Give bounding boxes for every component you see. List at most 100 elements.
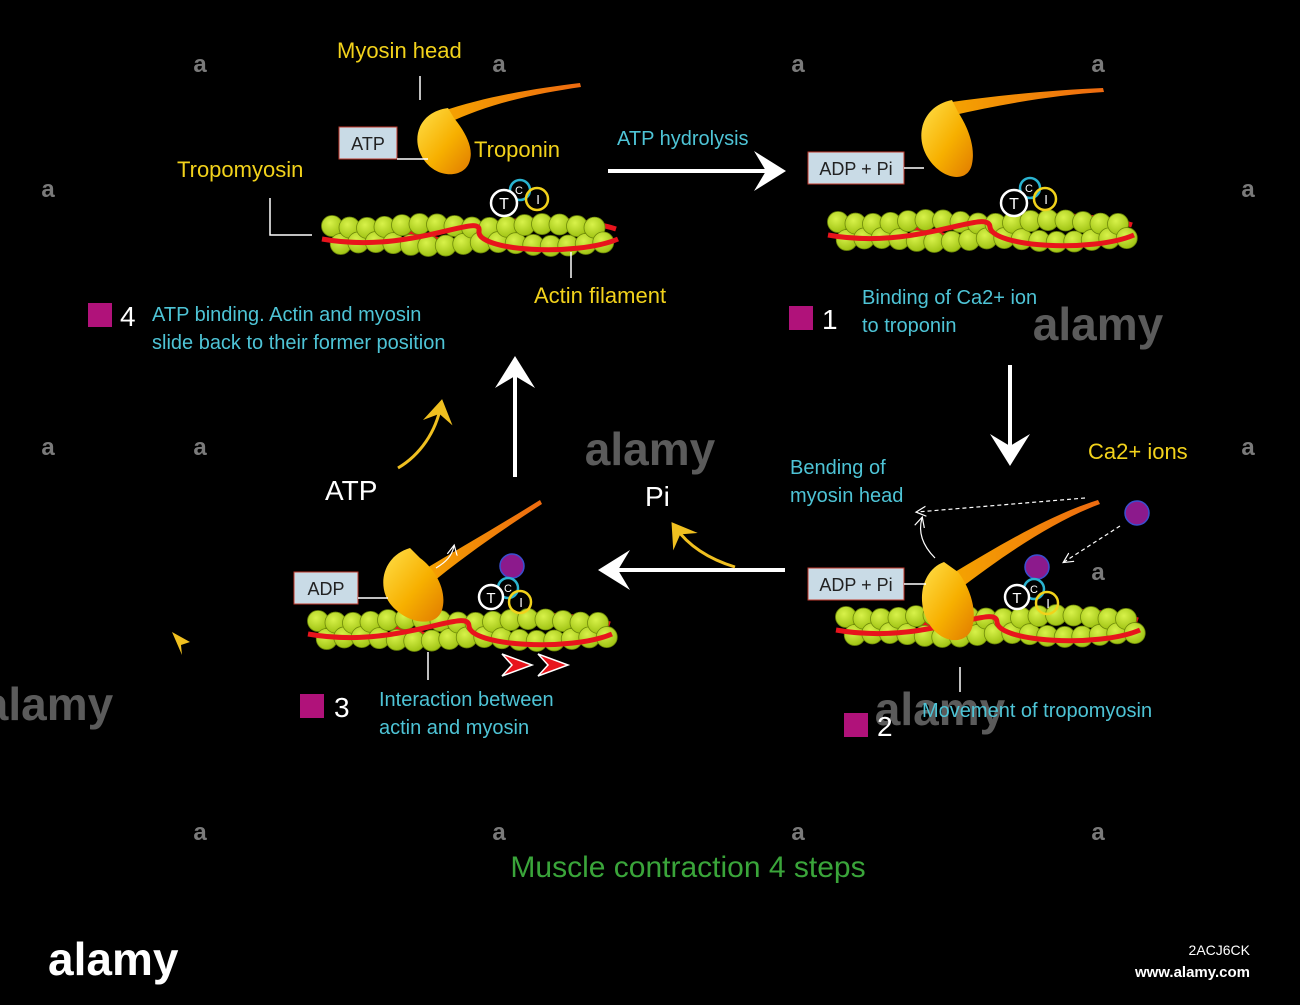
bending-curve-arrow xyxy=(921,518,936,559)
step-3-number: 3 xyxy=(334,692,350,723)
cycle-arrows xyxy=(172,151,1030,655)
troponin-i-label: I xyxy=(1046,596,1050,611)
calcium-pointer xyxy=(1064,525,1121,562)
cursor-icon xyxy=(172,632,190,655)
alamy-logo: alamy xyxy=(48,933,179,985)
watermark-letter: a xyxy=(492,51,506,78)
atp-box-label: ATP xyxy=(351,134,385,154)
atp-hydrolysis-label: ATP hydrolysis xyxy=(617,128,749,150)
step-3-text-line2: actin and myosin xyxy=(379,717,529,739)
watermark-brand: alamy xyxy=(0,678,114,730)
step-2-number: 2 xyxy=(877,711,893,742)
bending-pointer xyxy=(917,497,1086,512)
watermark-letter: a xyxy=(791,51,805,78)
actin-filament xyxy=(321,213,619,257)
troponin-c-label: C xyxy=(1025,183,1033,195)
tropomyosin-leader xyxy=(269,198,312,236)
tropomyosin-strand xyxy=(835,614,1141,644)
image-id: 2ACJ6CK xyxy=(1189,942,1251,958)
step-1-marker xyxy=(789,306,813,330)
watermark-letter: a xyxy=(193,51,207,78)
troponin-complex: T C I xyxy=(1003,577,1060,616)
bending-label-line2: myosin head xyxy=(790,485,903,507)
watermark-letter: a xyxy=(1091,819,1105,846)
troponin-i-label: I xyxy=(536,192,540,207)
head-stroke-arrow xyxy=(435,546,454,569)
troponin-c-label: C xyxy=(515,185,523,197)
watermark-letter: a xyxy=(1091,51,1105,78)
adp-pi-box: ADP + Pi xyxy=(807,151,905,185)
tropomyosin-label: Tropomyosin xyxy=(177,157,303,182)
adp-pi-box: ADP + Pi xyxy=(807,567,905,601)
myosin-head xyxy=(383,548,444,622)
watermark-letter: a xyxy=(1091,559,1105,586)
tropomyosin-strand xyxy=(827,219,1135,249)
watermark-letter: a xyxy=(791,819,805,846)
source-url: www.alamy.com xyxy=(1134,964,1250,981)
step-4-caption: 4 ATP binding. Actin and myosin slide ba… xyxy=(88,301,445,354)
myosin-head xyxy=(921,562,974,641)
myosin-tail xyxy=(945,88,1104,116)
ca-ions-label: Ca2+ ions xyxy=(1088,439,1188,464)
watermark-letter: a xyxy=(41,176,55,203)
adp-box-label: ADP xyxy=(307,579,344,599)
myosin-head xyxy=(417,108,471,175)
troponin-t-label: T xyxy=(1009,196,1019,213)
troponin-i-label: I xyxy=(1044,192,1048,207)
troponin-i-label: I xyxy=(519,595,523,610)
calcium-ion xyxy=(1024,554,1050,580)
myosin-tail xyxy=(420,500,542,586)
atp-input-arrow xyxy=(397,399,453,470)
troponin-c-label: C xyxy=(1030,584,1038,596)
actin-filament-label: Actin filament xyxy=(534,283,666,308)
step-2-caption: 2 Movement of tropomyosin xyxy=(844,700,1152,742)
step-3-text-line1: Interaction between xyxy=(379,689,554,711)
step-1-number: 1 xyxy=(822,304,838,335)
step1-diagram: T C I ADP + Pi xyxy=(807,88,1138,253)
step-1-text-line2: to troponin xyxy=(862,315,957,337)
actin-filament xyxy=(827,209,1138,253)
calcium-ion xyxy=(1124,500,1150,526)
step-3-caption: 3 Interaction between actin and myosin xyxy=(300,689,554,739)
watermark-brand: alamy xyxy=(1033,298,1164,350)
step4-diagram: T C I ATP Myosin head Troponin Tropomyos… xyxy=(177,38,666,308)
watermark-brand: alamy xyxy=(875,683,1006,735)
atp-box: ATP xyxy=(338,126,398,160)
adp-box: ADP xyxy=(293,571,359,605)
watermark-letter: a xyxy=(41,434,55,461)
troponin-c-label: C xyxy=(504,583,512,595)
step-4-number: 4 xyxy=(120,301,136,332)
atp-label: ATP xyxy=(325,475,377,506)
sliding-direction-arrows xyxy=(501,653,571,677)
bending-label-line1: Bending of xyxy=(790,457,886,479)
troponin-label: Troponin xyxy=(474,137,560,162)
myosin-tail xyxy=(440,83,581,124)
adp-pi-box-label: ADP + Pi xyxy=(819,159,892,179)
troponin-complex: T C I xyxy=(477,576,533,615)
step2-diagram: T C I ADP + Pi Bending of myosin head Ca… xyxy=(790,439,1188,692)
watermark-letter: a xyxy=(193,434,207,461)
pi-release-arrow xyxy=(671,522,736,569)
troponin-t-label: T xyxy=(499,196,509,213)
actin-filament xyxy=(307,608,618,652)
watermark-letter: a xyxy=(193,819,207,846)
step-4-marker xyxy=(88,303,112,327)
diagram-title: Muscle contraction 4 steps xyxy=(510,851,865,884)
troponin-t-label: T xyxy=(486,590,495,607)
myosin-head xyxy=(921,100,973,177)
step-4-text-line1: ATP binding. Actin and myosin xyxy=(152,304,421,326)
troponin-complex: T C I xyxy=(999,176,1058,218)
watermark-letter: a xyxy=(492,819,506,846)
watermark-letter: a xyxy=(1241,434,1255,461)
step-2-marker xyxy=(844,713,868,737)
step-1-caption: 1 Binding of Ca2+ ion to troponin xyxy=(789,287,1037,337)
step-4-text-line2: slide back to their former position xyxy=(152,332,445,354)
pi-label: Pi xyxy=(645,481,670,512)
troponin-complex: T C I xyxy=(489,178,550,218)
calcium-ion xyxy=(499,553,525,579)
step-1-text-line1: Binding of Ca2+ ion xyxy=(862,287,1037,309)
tropomyosin-strand xyxy=(321,223,619,253)
myosin-tail xyxy=(950,500,1100,590)
watermark-brand: alamy xyxy=(585,423,716,475)
